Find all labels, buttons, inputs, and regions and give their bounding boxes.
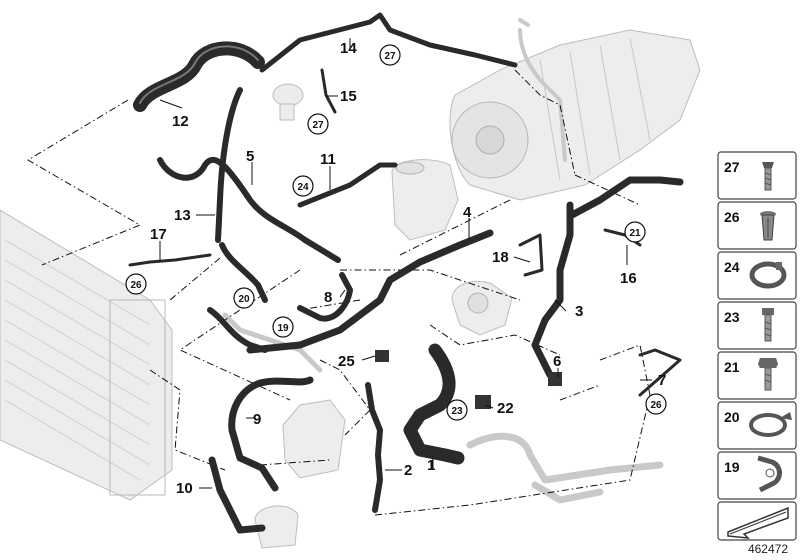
svg-text:26: 26: [130, 280, 142, 291]
svg-text:24: 24: [297, 182, 309, 193]
callout-3: 3: [575, 303, 583, 320]
callout-14: 14: [340, 40, 357, 57]
callout-17: 17: [150, 226, 167, 243]
svg-text:23: 23: [451, 406, 463, 417]
circled-callouts: 19 20 21 23 24 26 26 27: [125, 44, 667, 421]
expanding-rivet-icon: [760, 211, 776, 241]
callout-11: 11: [320, 151, 336, 168]
parts-panel: 27 26 24 23: [717, 151, 797, 541]
circled-callout-27-top: 27: [379, 44, 401, 66]
svg-text:21: 21: [629, 228, 641, 239]
callout-5: 5: [246, 148, 254, 165]
callout-13: 13: [174, 207, 191, 224]
callout-22: 22: [497, 400, 514, 417]
svg-text:19: 19: [277, 323, 289, 334]
parts-panel-item-24: 24: [717, 251, 797, 300]
svg-text:21: 21: [724, 359, 740, 375]
callout-16: 16: [620, 270, 637, 287]
callout-1: 1: [427, 457, 435, 474]
hose-clamp-icon: [749, 412, 792, 437]
callout-2: 2: [404, 462, 412, 479]
parts-panel-item-20: 20: [717, 401, 797, 450]
screw-icon: [762, 162, 774, 191]
callout-7: 7: [658, 372, 666, 389]
circled-callout-27-mid: 27: [307, 113, 329, 135]
parts-panel-item-26: 26: [717, 201, 797, 250]
circled-callout-21: 21: [624, 221, 646, 243]
parts-panel-item-21: 21: [717, 351, 797, 400]
svg-text:19: 19: [724, 459, 740, 475]
svg-text:26: 26: [724, 209, 740, 225]
circled-callout-19: 19: [272, 316, 294, 338]
svg-text:26: 26: [650, 400, 662, 411]
callout-25: 25: [338, 353, 355, 370]
circled-callout-26-right: 26: [645, 393, 667, 415]
callout-12: 12: [172, 113, 189, 130]
callout-18: 18: [492, 249, 509, 266]
svg-text:23: 23: [724, 309, 740, 325]
callout-6: 6: [553, 353, 561, 370]
circled-callout-24: 24: [292, 175, 314, 197]
diagram-id: 462472: [747, 542, 788, 556]
callouts: 1 2 3 4 5 6 7 8 9 10 11 12 13 14 15 16 1…: [150, 40, 666, 497]
callout-15: 15: [340, 88, 357, 105]
radiator-ghost: [0, 209, 173, 501]
svg-text:24: 24: [724, 259, 740, 275]
callout-10: 10: [176, 480, 193, 497]
hex-bolt-icon: [758, 358, 778, 391]
hoses: [128, 12, 684, 534]
repair-kit-arrow-icon: [727, 506, 789, 539]
expansion-tank-ghost: [391, 159, 459, 241]
band-clamp-icon: [749, 261, 787, 289]
svg-text:27: 27: [724, 159, 740, 175]
bolt-icon: [762, 308, 774, 342]
svg-text:20: 20: [238, 294, 250, 305]
reference-lines: [27, 69, 651, 516]
callout-8: 8: [324, 289, 332, 306]
parts-panel-item-27: 27: [717, 151, 797, 200]
circled-callout-23: 23: [446, 399, 468, 421]
lower-pipe-ghost: [222, 312, 664, 504]
svg-text:20: 20: [724, 409, 740, 425]
callout-9: 9: [253, 411, 261, 428]
transmission-ghost: [449, 18, 701, 201]
reservoir-ghost: [254, 399, 346, 549]
parts-panel-item-19: 19: [717, 451, 797, 500]
valve-ghost: [272, 83, 304, 121]
pump-ghost: [451, 280, 513, 336]
clip-icon: [757, 455, 782, 493]
parts-panel-item-23: 23: [717, 301, 797, 350]
circled-callout-26-left: 26: [125, 273, 147, 295]
svg-text:27: 27: [312, 120, 324, 131]
callout-4: 4: [463, 204, 472, 221]
leader-lines: [159, 38, 652, 489]
parts-panel-item-set: [717, 501, 797, 541]
circled-callout-20: 20: [233, 287, 255, 309]
svg-text:27: 27: [384, 51, 396, 62]
